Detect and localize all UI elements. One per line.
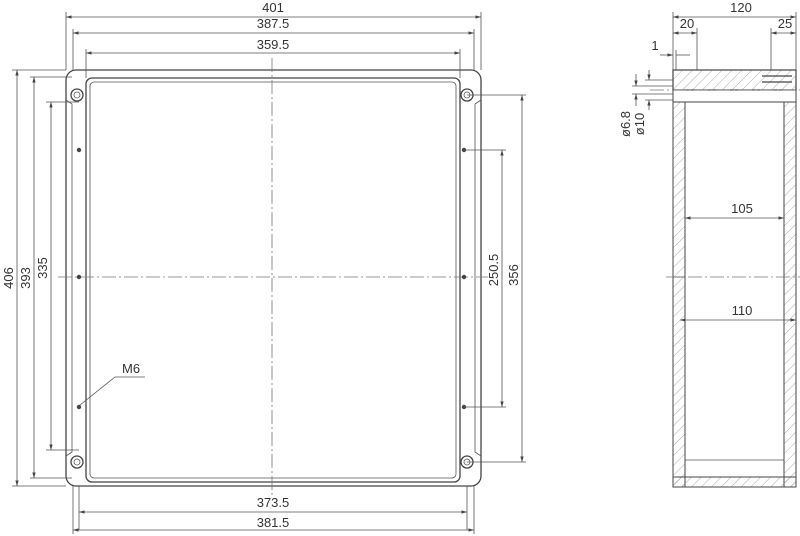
screw-slot: [762, 75, 792, 83]
thread-hole: [76, 147, 82, 153]
dim-depth-overall: 120: [730, 0, 752, 15]
left-flange-edge: [65, 99, 73, 457]
dim-lid: 20: [680, 16, 694, 31]
thread-hole: [76, 404, 82, 410]
dim-inner-lower: 110: [732, 303, 753, 318]
thread-hole: [76, 274, 82, 280]
dim-height-right: 356: [506, 264, 521, 286]
dim-height-holes: 335: [35, 257, 50, 279]
dim-right-step: 25: [778, 16, 792, 31]
thread-leader-line: [79, 376, 145, 406]
hole-bottom-left: [70, 455, 84, 469]
dim-small: 1: [651, 38, 658, 53]
dim-width-overall: 401: [262, 0, 284, 15]
dim-height-overall: 406: [1, 267, 16, 289]
dim-width-flange: 387.5: [257, 16, 290, 31]
right-flange-edge: [474, 99, 482, 457]
right-wall-section: [783, 101, 797, 488]
front-view: 401 387.5 359.5 373.5 381.5 406 393 335: [1, 0, 526, 534]
thread-label: M6: [122, 361, 140, 376]
dim-hole-small: ø6.8: [618, 111, 633, 137]
enclosure-flange-outline: [65, 69, 482, 487]
gasket-zone: [672, 89, 797, 103]
dim-width-bottom-inner: 373.5: [257, 495, 290, 510]
dim-height-mid: 250.5: [486, 254, 501, 287]
thread-hole: [461, 274, 467, 280]
dim-hole-large: ø10: [632, 113, 647, 135]
dim-inner-upper: 105: [731, 201, 753, 216]
dim-width-bottom-holes: 381.5: [257, 515, 290, 530]
bottom-section: [672, 476, 797, 488]
hole-top-left: [70, 88, 84, 102]
dim-height-flange: 393: [18, 267, 33, 289]
side-view: 120 20 25 1 ø6.8 ø10 105 110: [618, 0, 800, 488]
lid-section: [672, 69, 797, 91]
dim-width-inner: 359.5: [257, 37, 290, 52]
left-wall-section: [672, 101, 686, 488]
enclosure-inner-outline: [89, 81, 457, 479]
enclosure-body-outline: [85, 77, 461, 483]
